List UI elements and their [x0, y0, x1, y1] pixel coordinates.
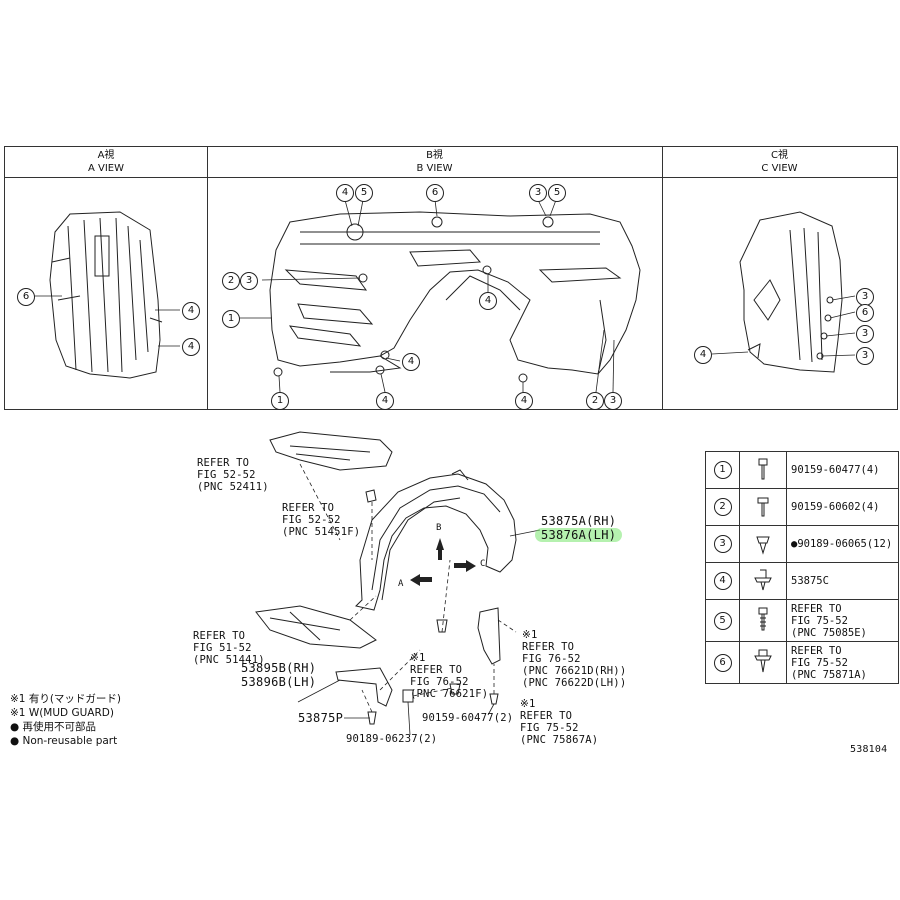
c-view-title-en: C VIEW: [761, 163, 798, 174]
b-view-liner-illustration: [269, 211, 641, 383]
c-view-liner-illustration: [739, 211, 843, 373]
arrow-a-icon: [410, 574, 420, 586]
callout-c-3-c: 3: [856, 347, 874, 365]
b-view-header: B視 B VIEW: [207, 149, 662, 175]
legend-part: 90159-60477(4): [786, 451, 899, 489]
legend-number: 5: [713, 611, 732, 630]
callout-b-4-lower-mid: 4: [402, 353, 420, 371]
callout-b-2-left: 2: [222, 272, 240, 290]
a-view-header: A視 A VIEW: [5, 149, 207, 175]
note-line: ※1 有り(マッドガード): [10, 693, 122, 705]
callout-b-4-bottom-right: 4: [515, 392, 533, 410]
views-frame: A視 A VIEW B視 B VIEW C視 C VIEW: [4, 146, 898, 410]
callout-b-5-top-right: 5: [548, 184, 566, 202]
bolt-icon: [758, 458, 768, 479]
legend-part: 53875C: [786, 562, 899, 600]
callout-b-3-bottom: 3: [604, 392, 622, 410]
mud-guard-part: [477, 607, 501, 665]
callout-b-4-mid: 4: [479, 292, 497, 310]
view-divider-left: [207, 147, 208, 409]
moulding-strip-part: [335, 667, 393, 707]
figure-number: 538104: [850, 744, 888, 755]
note-line: ● 再使用不可部品: [10, 721, 96, 733]
callout-b-4-bottom-left: 4: [376, 392, 394, 410]
legend-number: 6: [713, 653, 732, 672]
fender-liner-part: [355, 473, 517, 611]
callout-b-5-top: 5: [355, 184, 373, 202]
screw-icon: [758, 607, 768, 631]
callout-a-4-upper: 4: [182, 302, 200, 320]
header-divider: [5, 177, 897, 178]
legend-number: 4: [713, 572, 732, 590]
a-view-title-jp: A視: [97, 150, 115, 161]
view-direction-arrows: [410, 538, 476, 586]
callout-b-3-left: 3: [240, 272, 258, 290]
legend-number: 3: [713, 535, 732, 553]
c-view-header: C視 C VIEW: [662, 149, 897, 175]
arrow-a-label: A: [398, 579, 404, 589]
part-53895b-rh: 53895B(RH): [241, 661, 317, 675]
callout-c-3-b: 3: [856, 325, 874, 343]
arrow-b-icon: [436, 538, 444, 550]
legend-part: REFER TO FIG 75-52 (PNC 75085E): [786, 599, 899, 642]
legend-row: 2 90159-60602(4): [705, 488, 899, 526]
arrow-c-label: C: [480, 559, 486, 569]
legend-row: 1 90159-60477(4): [705, 451, 899, 489]
part-53875p: 53875P: [298, 711, 344, 725]
callout-a-4-lower: 4: [182, 338, 200, 356]
legend-row: 4 53875C: [705, 562, 899, 600]
note-line: ● Non-reusable part: [10, 735, 118, 747]
part-53875a-rh: 53875A(RH): [541, 514, 617, 528]
b-view-title-en: B VIEW: [416, 163, 453, 174]
dashed-guides: [299, 463, 517, 713]
callout-a-6: 6: [17, 288, 35, 306]
a-view-title-en: A VIEW: [87, 163, 124, 174]
view-divider-right: [662, 147, 663, 409]
note-line: ※1 W(MUD GUARD): [10, 707, 114, 719]
fastener-legend-table: 1 90159-60477(4) 2 90159-60602(4) 3 ●901…: [705, 451, 899, 684]
highlighted-part-label: 53876A(LH): [535, 528, 623, 542]
bolt-icon: [757, 497, 769, 516]
legend-row: 3 ●90189-06065(12): [705, 525, 899, 563]
arrow-c-icon: [466, 560, 476, 572]
callout-b-1-left: 1: [222, 310, 240, 328]
upper-cover-part: [269, 431, 393, 471]
callout-b-1-bottom: 1: [271, 392, 289, 410]
callout-b-2-bottom: 2: [586, 392, 604, 410]
callout-b-4-top: 4: [336, 184, 354, 202]
legend-row: 5 REFER TO FIG 75-52 (PNC 75085E): [705, 599, 899, 642]
legend-part: ●90189-06065(12): [786, 525, 899, 563]
grommet-icon: [754, 569, 772, 590]
push-clip-icon: [754, 649, 772, 673]
legend-part: REFER TO FIG 75-52 (PNC 75871A): [786, 641, 899, 684]
exploded-view-illustration: [255, 431, 517, 725]
callout-leaders: [34, 199, 856, 393]
part-90159-60477: 90159-60477(2): [422, 712, 514, 724]
part-53876a-lh: 53876A(LH): [535, 528, 623, 542]
callout-c-6: 6: [856, 304, 874, 322]
b-view-title-jp: B視: [426, 150, 443, 161]
clip-icon: [756, 536, 770, 555]
callout-b-3-top: 3: [529, 184, 547, 202]
c-view-title-jp: C視: [771, 150, 788, 161]
legend-part: 90159-60602(4): [786, 488, 899, 526]
legend-number: 1: [713, 461, 732, 479]
lower-cover-part: [255, 605, 377, 649]
a-view-liner-illustration: [49, 211, 163, 379]
callout-c-4: 4: [694, 346, 712, 364]
footnotes: ※1 有り(マッドガード) ※1 W(MUD GUARD) ● 再使用不可部品 …: [10, 692, 121, 748]
part-53896b-lh: 53896B(LH): [241, 675, 317, 689]
callout-b-6-top: 6: [426, 184, 444, 202]
legend-number: 2: [713, 498, 732, 516]
part-90189-06237: 90189-06237(2): [346, 733, 438, 745]
arrow-b-label: B: [436, 523, 442, 533]
legend-row: 6 REFER TO FIG 75-52 (PNC 75871A): [705, 641, 899, 684]
